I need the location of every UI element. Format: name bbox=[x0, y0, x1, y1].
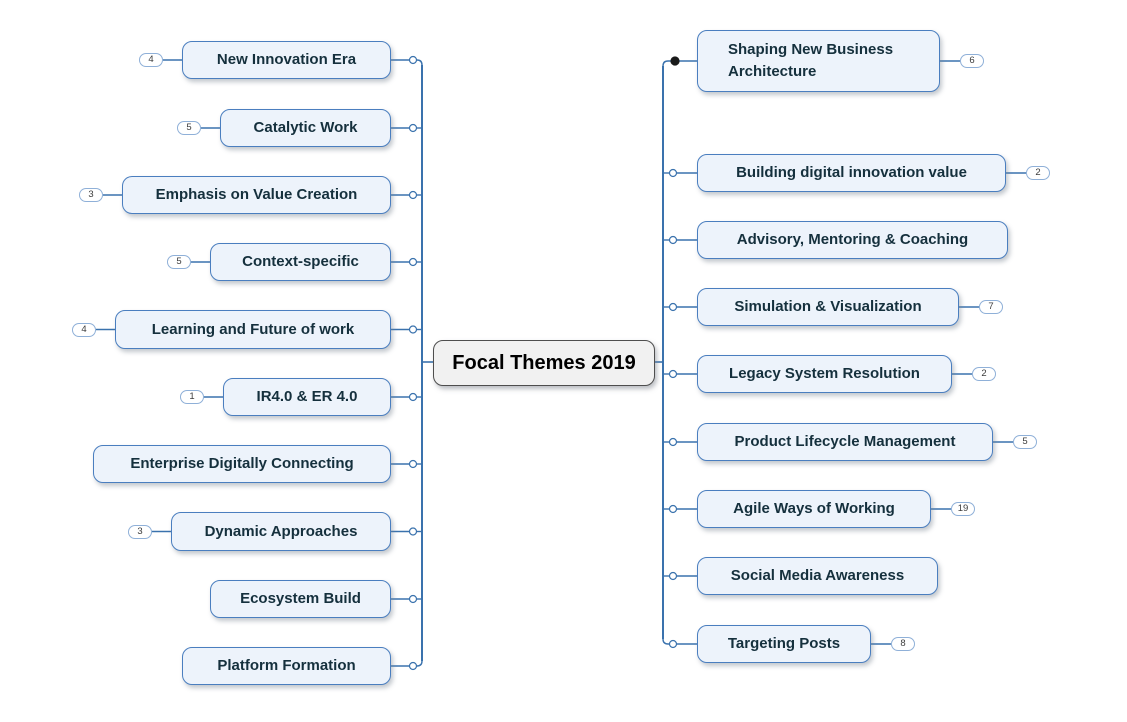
node-enterprise-digitally-connecting[interactable]: Enterprise Digitally Connecting bbox=[93, 445, 391, 483]
collapse-handle[interactable] bbox=[668, 437, 678, 447]
connector-line bbox=[416, 660, 423, 667]
node-platform-formation[interactable]: Platform Formation bbox=[182, 647, 391, 685]
filled-connector-dot[interactable] bbox=[670, 56, 680, 66]
count-badge-learning-and-future-of-work[interactable]: 4 bbox=[72, 322, 96, 337]
node-legacy-system-resolution[interactable]: Legacy System Resolution bbox=[697, 355, 952, 393]
count-badge-product-lifecycle-management[interactable]: 5 bbox=[1013, 435, 1037, 449]
collapse-handle[interactable] bbox=[408, 527, 418, 536]
count-badge-agile-ways-of-working[interactable]: 19 bbox=[951, 502, 975, 516]
count-badge-emphasis-on-value-creation[interactable]: 3 bbox=[79, 188, 103, 202]
node-social-media-awareness[interactable]: Social Media Awareness bbox=[697, 557, 938, 595]
collapse-handle[interactable] bbox=[408, 661, 418, 671]
collapse-handle[interactable] bbox=[668, 639, 678, 649]
connector-line bbox=[662, 60, 671, 67]
connector-line bbox=[416, 59, 423, 66]
count-badge-simulation-visualization[interactable]: 7 bbox=[979, 300, 1003, 314]
collapse-handle[interactable] bbox=[408, 325, 418, 334]
connector-line bbox=[662, 638, 670, 645]
center-topic-node[interactable]: Focal Themes 2019 bbox=[433, 340, 655, 386]
count-badge-ir4-0-er-4-0[interactable]: 1 bbox=[180, 390, 204, 404]
collapse-handle[interactable] bbox=[668, 235, 678, 245]
collapse-handle[interactable] bbox=[408, 594, 418, 604]
collapse-handle[interactable] bbox=[408, 392, 418, 402]
node-simulation-visualization[interactable]: Simulation & Visualization bbox=[697, 288, 959, 326]
node-shaping-new-business-architecture[interactable]: Shaping New Business Architecture bbox=[697, 30, 940, 92]
collapse-handle[interactable] bbox=[668, 571, 678, 581]
collapse-handle[interactable] bbox=[668, 302, 678, 312]
node-catalytic-work[interactable]: Catalytic Work bbox=[220, 109, 391, 147]
count-badge-legacy-system-resolution[interactable]: 2 bbox=[972, 367, 996, 381]
node-building-digital-innovation-value[interactable]: Building digital innovation value bbox=[697, 154, 1006, 192]
node-product-lifecycle-management[interactable]: Product Lifecycle Management bbox=[697, 423, 993, 461]
collapse-handle[interactable] bbox=[668, 369, 678, 379]
collapse-handle[interactable] bbox=[408, 257, 418, 267]
count-badge-context-specific[interactable]: 5 bbox=[167, 255, 191, 269]
node-agile-ways-of-working[interactable]: Agile Ways of Working bbox=[697, 490, 931, 528]
count-badge-catalytic-work[interactable]: 5 bbox=[177, 121, 201, 135]
node-ir4-0-er-4-0[interactable]: IR4.0 & ER 4.0 bbox=[223, 378, 391, 416]
count-badge-dynamic-approaches[interactable]: 3 bbox=[128, 524, 152, 539]
node-advisory-mentoring-coaching[interactable]: Advisory, Mentoring & Coaching bbox=[697, 221, 1008, 259]
node-context-specific[interactable]: Context-specific bbox=[210, 243, 391, 281]
collapse-handle[interactable] bbox=[408, 123, 418, 133]
node-new-innovation-era[interactable]: New Innovation Era bbox=[182, 41, 391, 79]
count-badge-shaping-new-business-architecture[interactable]: 6 bbox=[960, 54, 984, 68]
collapse-handle[interactable] bbox=[408, 55, 418, 65]
node-targeting-posts[interactable]: Targeting Posts bbox=[697, 625, 871, 663]
node-emphasis-on-value-creation[interactable]: Emphasis on Value Creation bbox=[122, 176, 391, 214]
node-ecosystem-build[interactable]: Ecosystem Build bbox=[210, 580, 391, 618]
collapse-handle[interactable] bbox=[408, 459, 418, 469]
count-badge-building-digital-innovation-value[interactable]: 2 bbox=[1026, 166, 1050, 180]
node-dynamic-approaches[interactable]: Dynamic Approaches bbox=[171, 512, 391, 551]
count-badge-targeting-posts[interactable]: 8 bbox=[891, 637, 915, 651]
node-learning-and-future-of-work[interactable]: Learning and Future of work bbox=[115, 310, 391, 349]
collapse-handle[interactable] bbox=[668, 168, 678, 178]
collapse-handle[interactable] bbox=[408, 190, 418, 200]
collapse-handle[interactable] bbox=[668, 504, 678, 514]
count-badge-new-innovation-era[interactable]: 4 bbox=[139, 53, 163, 67]
